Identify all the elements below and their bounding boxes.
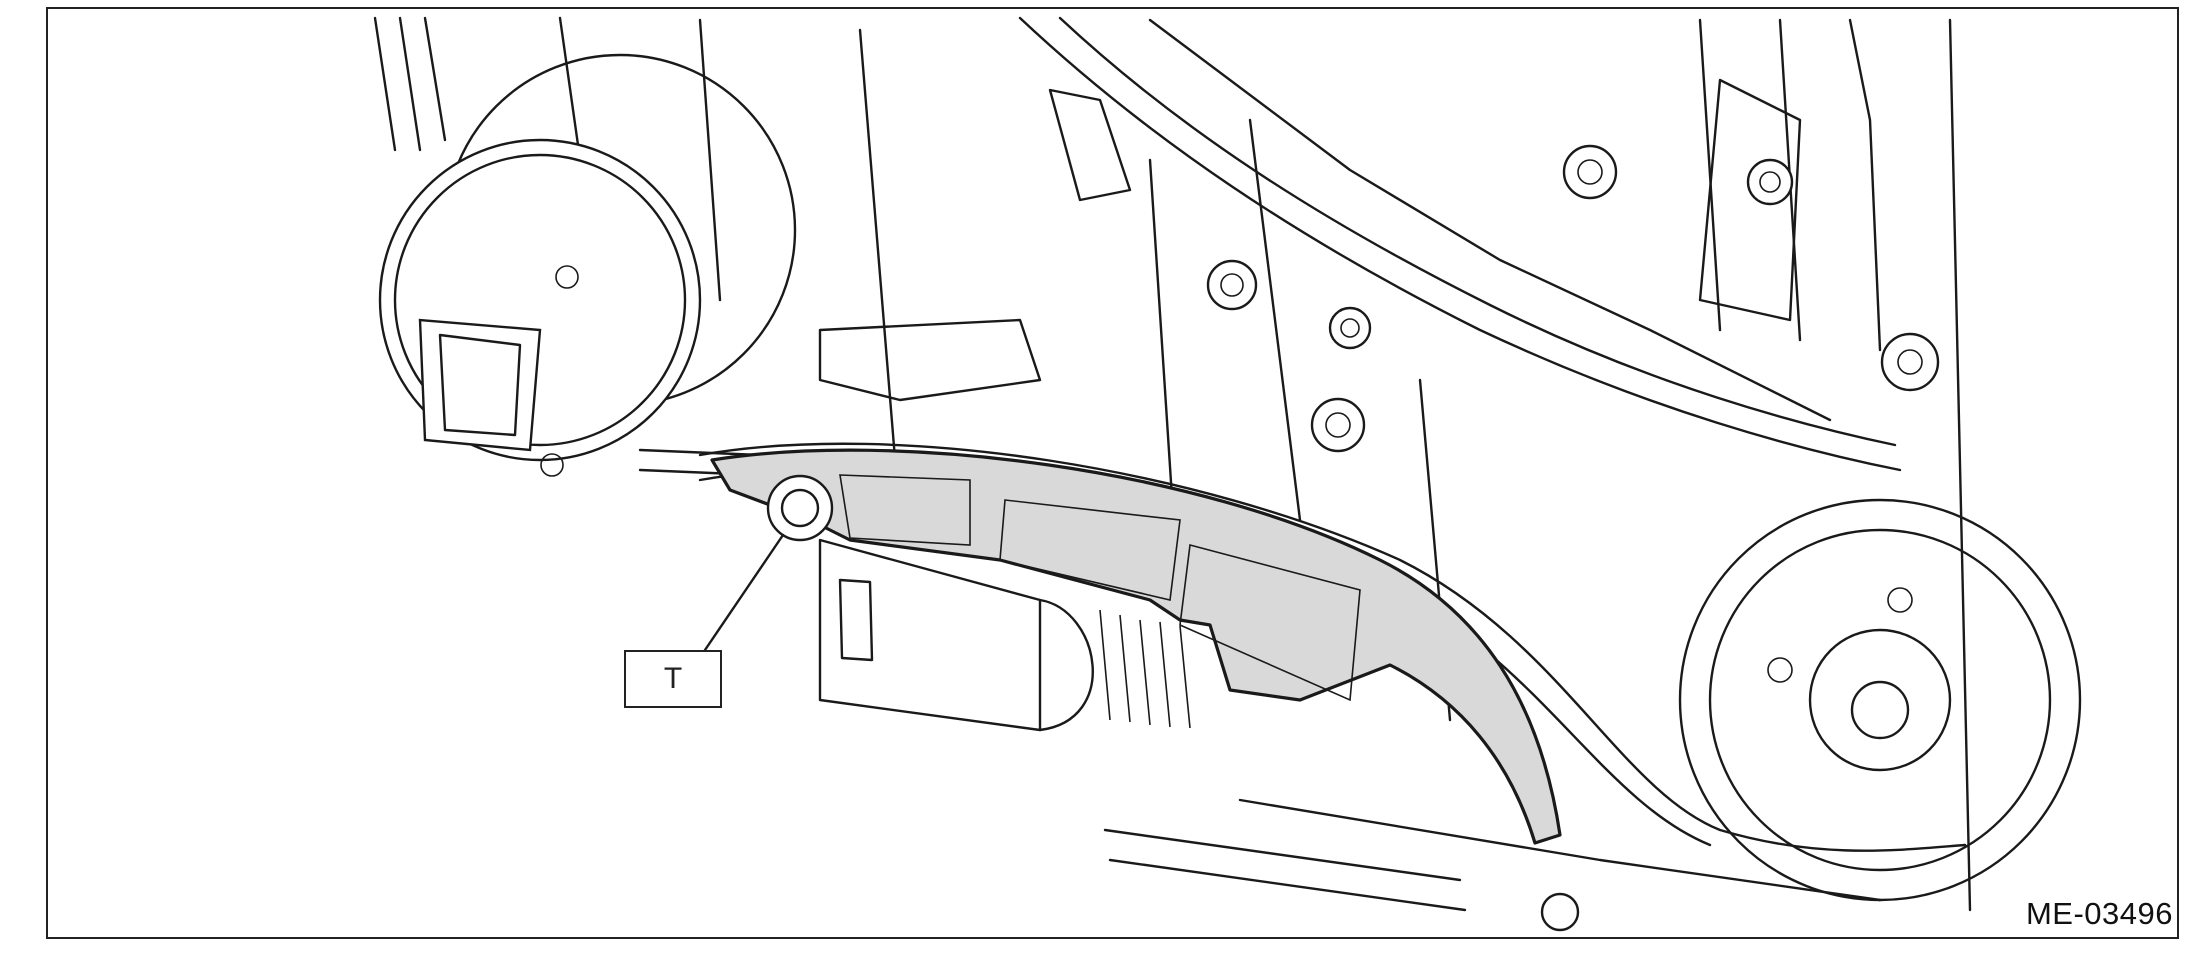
callout-label-box: T [624, 650, 722, 708]
crank-sprocket [1678, 498, 2082, 902]
bolt-group [1206, 144, 1940, 932]
timing-chain [698, 442, 1967, 852]
chain-guide [710, 448, 1562, 845]
figure-frame [46, 7, 2179, 939]
figure-id: ME-03496 [2025, 896, 2173, 931]
bolt-t [766, 474, 834, 542]
oil-filter [818, 538, 1191, 732]
engine-block-outline [373, 16, 1972, 912]
cam-sprocket [378, 53, 797, 477]
callout-label: T [663, 662, 683, 695]
callout-leader-line [703, 533, 785, 652]
oil-pipe [1103, 828, 1467, 912]
